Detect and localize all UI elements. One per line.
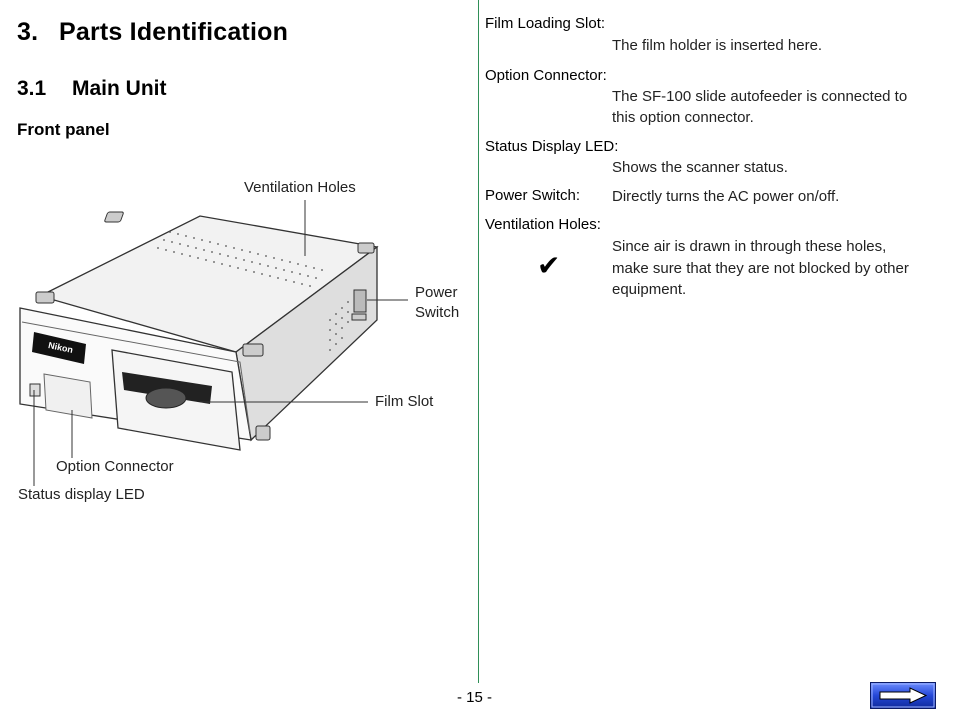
right-arrow-icon xyxy=(879,687,928,704)
section-title: Main Unit xyxy=(72,77,167,100)
subsection-heading: Front panel xyxy=(17,120,110,139)
page-number: - 15 - xyxy=(457,689,493,706)
callout-option-connector: Option Connector xyxy=(56,458,174,475)
scanner-illustration: Nikon xyxy=(19,200,408,486)
callout-film-slot: Film Slot xyxy=(375,393,434,410)
section-heading: 3.1 Main Unit xyxy=(17,77,167,101)
part-term-option-connector: Option Connector: xyxy=(485,67,607,84)
part-desc-ventilation-3: equipment. xyxy=(612,281,687,298)
part-desc-status-led: Shows the scanner status. xyxy=(612,159,788,176)
check-mark-icon: ✔ xyxy=(537,250,561,281)
part-desc-ventilation-2: make sure that they are not blocked by o… xyxy=(612,260,909,277)
part-desc-option-connector-2: this option connector. xyxy=(612,109,754,126)
next-page-button[interactable] xyxy=(870,682,936,709)
part-desc-film-slot: The film holder is inserted here. xyxy=(612,37,823,54)
callout-status-led: Status display LED xyxy=(18,486,145,503)
section-number: 3.1 xyxy=(17,77,47,100)
chapter-number: 3. xyxy=(17,18,39,46)
callout-power-switch-2: Switch xyxy=(415,304,460,321)
callout-ventilation-holes: Ventilation Holes xyxy=(244,179,356,196)
chapter-heading: 3. Parts Identification xyxy=(17,18,288,47)
part-desc-option-connector-1: The SF-100 slide autofeeder is connected… xyxy=(612,88,908,105)
callout-power-switch-1: Power xyxy=(415,284,458,301)
part-desc-power-switch: Directly turns the AC power on/off. xyxy=(612,188,840,205)
part-desc-ventilation-1: Since air is drawn in through these hole… xyxy=(612,238,887,255)
part-term-film-slot: Film Loading Slot: xyxy=(485,15,606,32)
part-term-power-switch: Power Switch: xyxy=(485,187,581,204)
part-term-ventilation-holes: Ventilation Holes: xyxy=(485,216,601,233)
part-term-status-led: Status Display LED: xyxy=(485,138,619,155)
chapter-title: Parts Identification xyxy=(59,18,289,46)
column-divider xyxy=(478,0,479,683)
